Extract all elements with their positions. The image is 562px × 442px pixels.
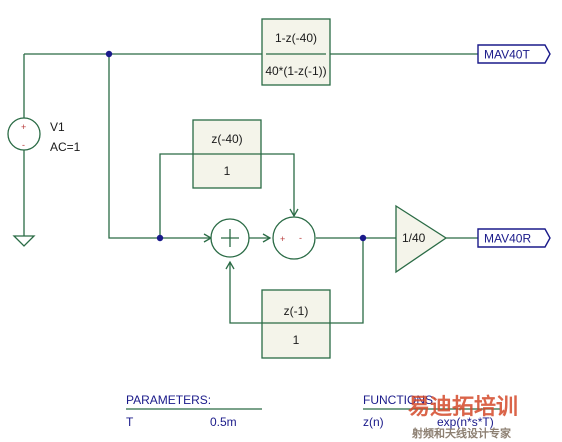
functions-table[interactable]: FUNCTIONS: z(n) exp(n*s*T) [363,393,500,429]
source-name: V1 [50,120,65,134]
wire-delay40-out [261,153,295,216]
junction-top [105,50,113,58]
watermark-main-text: 易迪拓培训 [408,394,518,419]
mav40r-label: MAV40R [484,232,531,246]
wire-feedback-down [330,238,364,324]
summer-1-plus-icon [221,229,239,247]
delay1-numerator: z(-1) [284,304,309,318]
wire-branch-down [108,54,211,239]
output-mav40t[interactable]: MAV40T [477,44,551,64]
voltage-source-v1[interactable]: + - V1 AC=1 [7,117,81,154]
gain-value: 1/40 [402,231,426,245]
summer-2[interactable]: + - [272,216,316,260]
source-ac-value: AC=1 [50,140,81,154]
source-minus-sign: - [22,140,25,150]
watermark: 易迪拓培训 射频和天线设计专家 [408,394,518,440]
ground-icon [12,235,36,247]
parameter-value: 0.5m [210,415,237,429]
junctions [105,50,367,242]
top-block-denominator: 40*(1-z(-1)) [265,64,326,78]
function-expression: exp(n*s*T) [437,415,494,429]
output-mav40r[interactable]: MAV40R [477,228,551,248]
summer-2-plus-sign: + [280,234,285,244]
parameters-heading: PARAMETERS: [126,393,211,407]
parameters-table[interactable]: PARAMETERS: T 0.5m [126,393,262,429]
arrow-into-sum2-top [289,208,299,218]
mav40t-label: MAV40T [484,48,530,62]
arrow-into-sum2-left [262,233,272,243]
junction-right [359,234,367,242]
junction-left [156,234,164,242]
source-circle [7,117,41,151]
mav40t-flag [477,44,551,64]
source-plus-sign: + [21,122,26,132]
arrow-into-sum1-bottom [225,260,235,270]
delay1-block[interactable]: z(-1) 1 [261,289,331,359]
gain-block[interactable]: 1/40 [395,204,448,274]
summer-1[interactable] [210,218,250,258]
delay1-body [261,289,331,359]
functions-heading: FUNCTIONS: [363,393,436,407]
summer-2-circle [272,216,316,260]
wires [23,53,478,324]
wire-delay40-in [159,153,193,238]
gain-triangle [395,204,448,274]
summer-2-minus-sign: - [299,233,302,243]
top-transfer-block[interactable]: 1-z(-40) 40*(1-z(-1)) [261,18,331,86]
top-block-numerator: 1-z(-40) [275,31,317,45]
delay1-denominator: 1 [293,333,300,347]
delay40-numerator: z(-40) [211,132,242,146]
watermark-sub-text: 射频和天线设计专家 [411,426,512,440]
parameter-name: T [126,415,134,429]
top-block-body [261,18,331,86]
wire-feedback-up [229,262,262,324]
delay40-denominator: 1 [224,164,231,178]
function-name: z(n) [363,415,384,429]
delay40-block[interactable]: z(-40) 1 [192,119,262,189]
mav40r-flag [477,228,551,248]
